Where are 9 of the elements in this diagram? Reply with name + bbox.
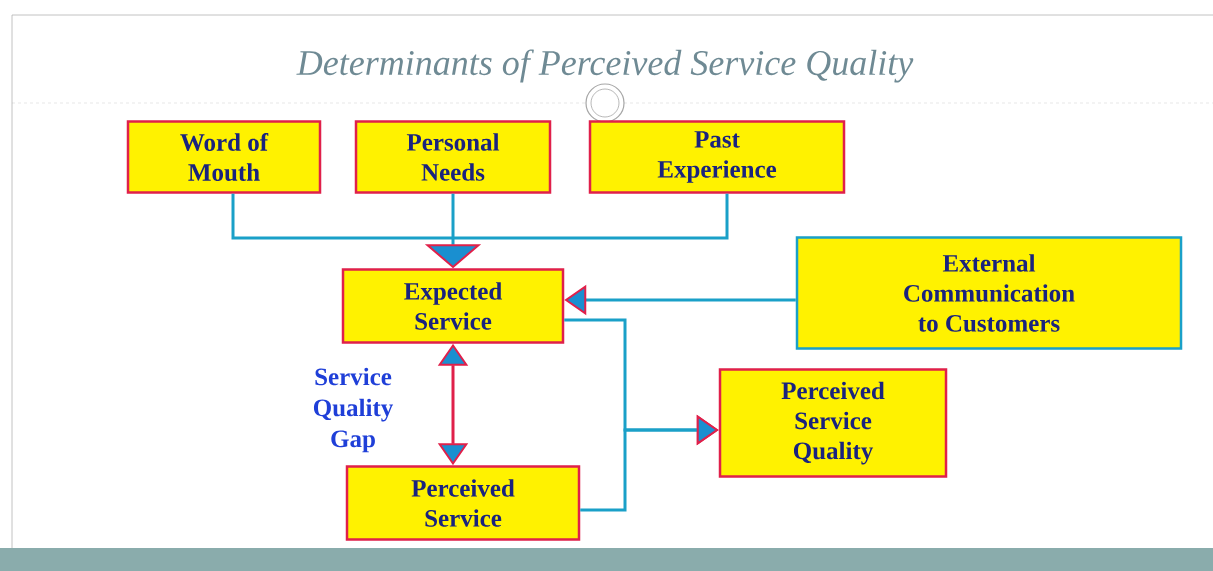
process-box: Expected Service [341,268,565,344]
process-box: External Communication to Customers [795,236,1183,350]
title: Determinants of Perceived Service Quality [296,49,914,83]
process-box: Word of Mouth [126,120,322,194]
process-box: Perceived Service Quality [718,368,948,478]
process-box: Perceived Service [345,465,581,541]
process-box: Past Experience [588,120,846,194]
process-box: Personal Needs [354,120,552,194]
gap-label: Service Quality Gap [313,367,394,453]
